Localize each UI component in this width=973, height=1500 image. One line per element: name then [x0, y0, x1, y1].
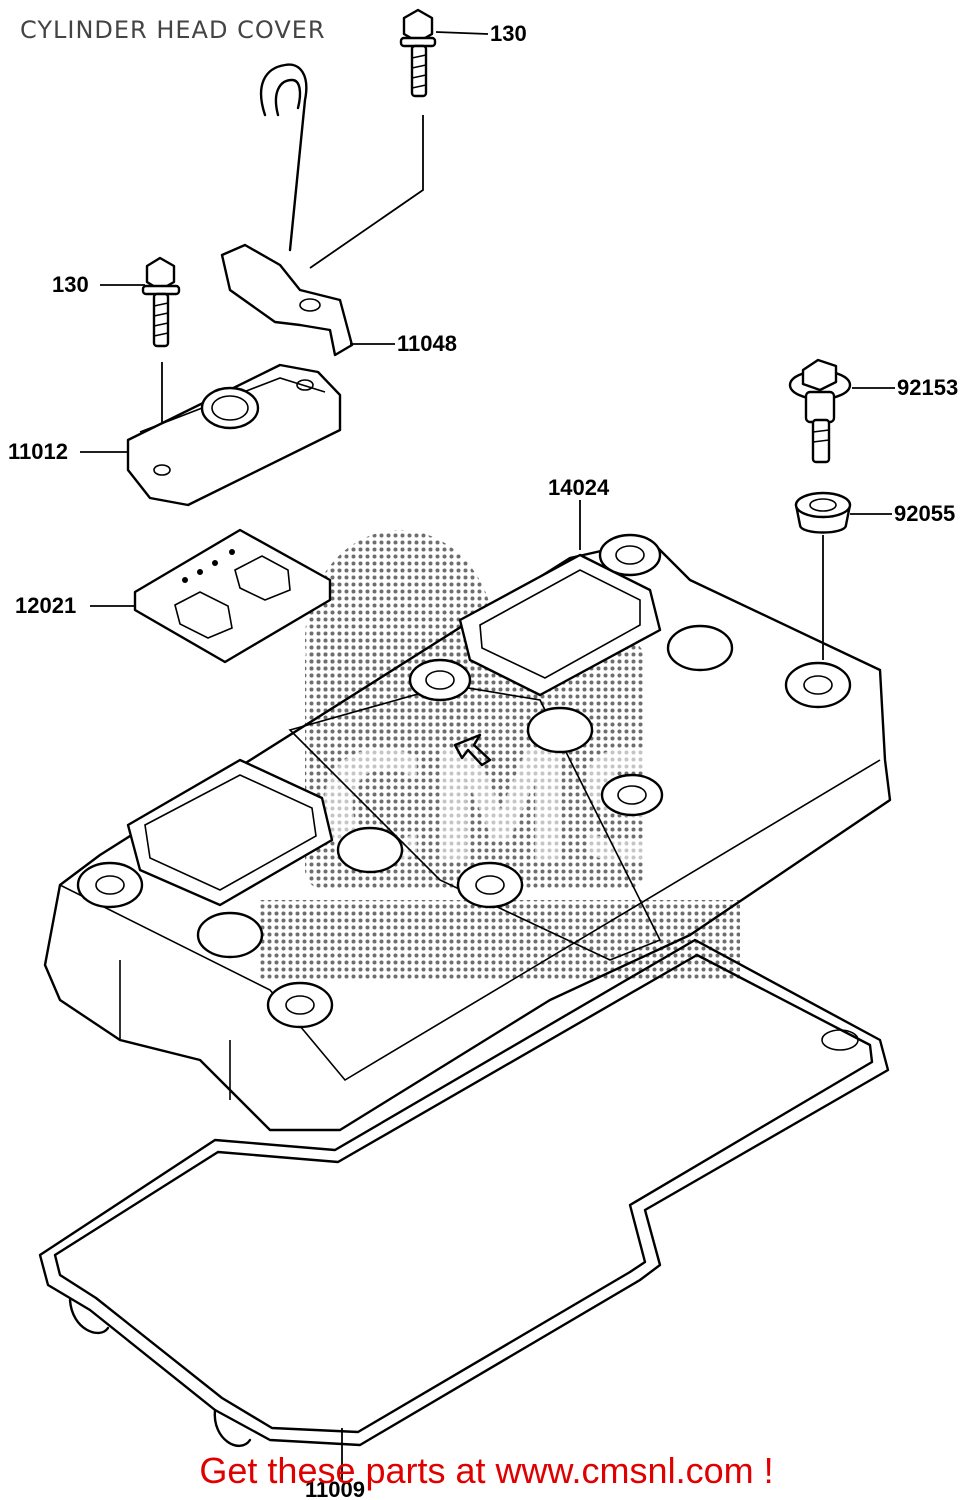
bolt-92153 [788, 358, 852, 464]
label-92153: 92153 [897, 375, 958, 400]
label-92055: 92055 [894, 501, 955, 526]
label-11009: 11009 [305, 1477, 365, 1500]
bolt-130-left [141, 256, 181, 348]
bolt-130-top [399, 8, 437, 98]
plate-12021 [133, 528, 332, 664]
label-130-top: 130 [490, 21, 527, 46]
grommet-92055 [794, 491, 852, 534]
label-11012: 11012 [8, 439, 68, 464]
cover-14024 [43, 533, 892, 1132]
bracket-11048 [220, 63, 354, 357]
cap-11012 [126, 363, 342, 507]
gasket-11009 [38, 938, 890, 1447]
label-12021: 12021 [15, 593, 76, 618]
label-130-left: 130 [52, 272, 89, 297]
label-11048: 11048 [397, 331, 457, 356]
promo-link[interactable]: Get these parts at www.cmsnl.com ! [199, 1450, 774, 1491]
cover-holes [76, 533, 852, 1029]
label-14024: 14024 [548, 475, 610, 500]
diagram-title: CYLINDER HEAD COVER [20, 16, 326, 44]
